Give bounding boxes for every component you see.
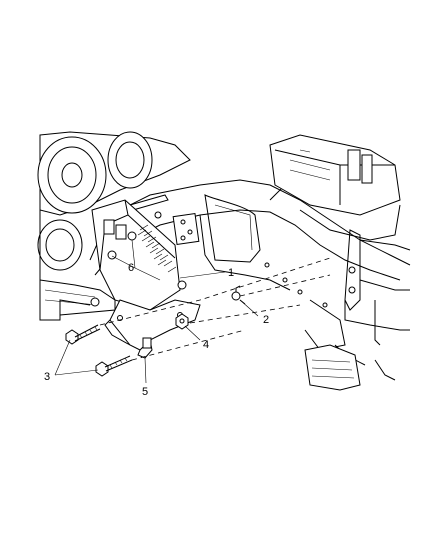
control-module: [91, 199, 187, 311]
callout-5: 5: [142, 386, 148, 398]
nut-4: [175, 313, 189, 330]
callout-4: 4: [203, 339, 209, 351]
bolt-3-upper: [65, 324, 101, 345]
lower-duct: [304, 344, 396, 391]
leader-lines: [54, 239, 259, 384]
callout-3: 3: [44, 371, 50, 383]
bolt-3-lower: [95, 355, 133, 377]
callout-1: 1: [228, 267, 234, 279]
right-support-bracket: [304, 229, 411, 366]
speaker-housing-left: [37, 131, 191, 321]
mounting-bracket: [104, 299, 201, 359]
callout-6: 6: [128, 262, 134, 274]
callout-2: 2: [263, 314, 269, 326]
assembly-dashed-lines: [99, 257, 331, 361]
frame-rail: [89, 174, 411, 308]
callout-labels: 1 2 3 4 5 6: [44, 262, 269, 398]
battery-box: [269, 134, 401, 241]
